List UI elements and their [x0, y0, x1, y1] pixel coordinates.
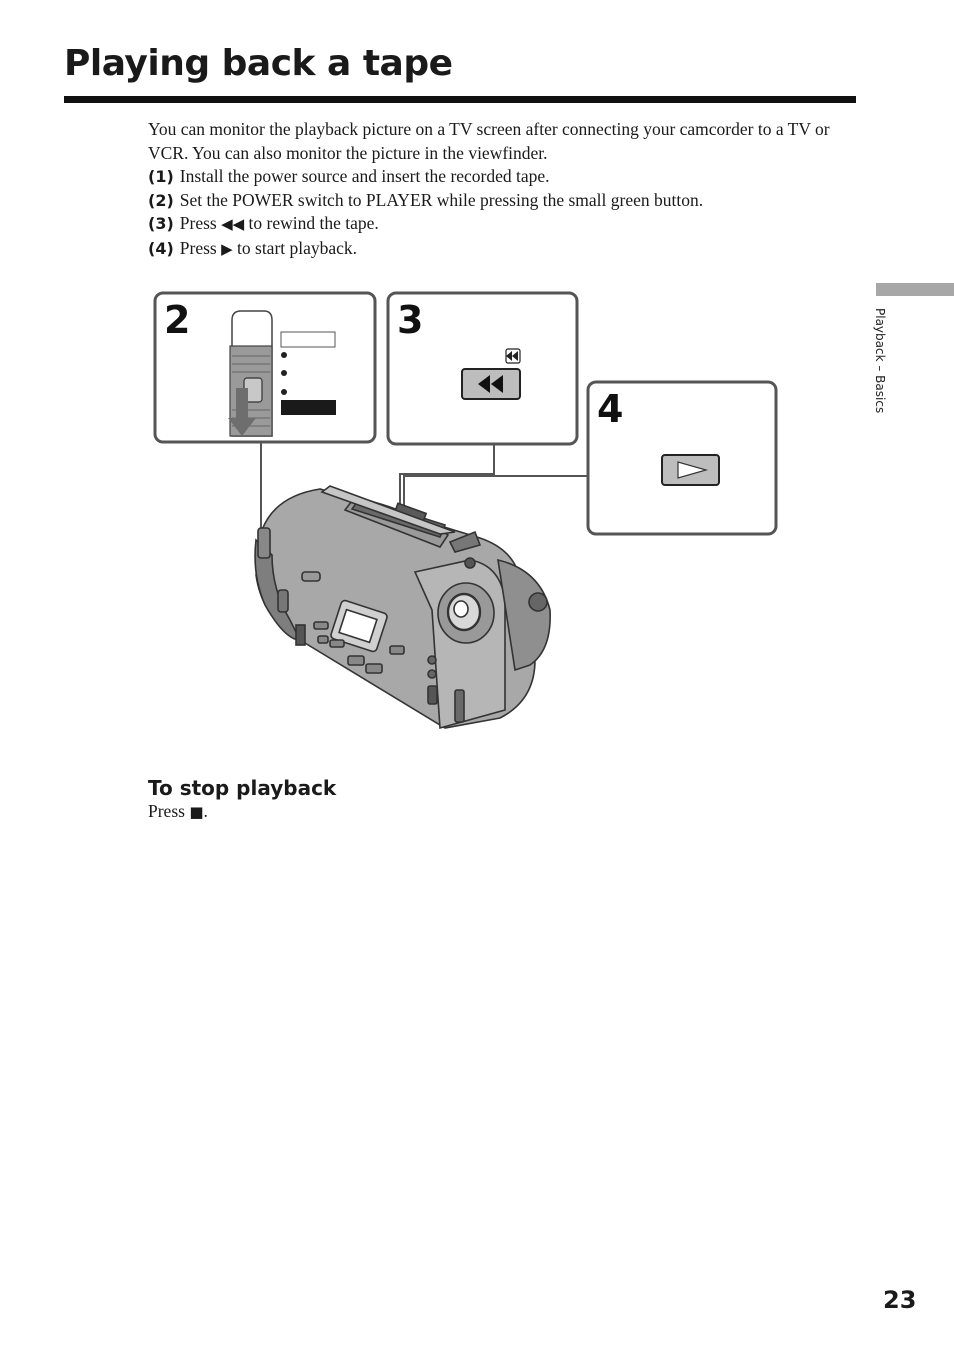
rewind-icon — [461, 348, 521, 400]
page-title: Playing back a tape — [64, 43, 453, 84]
step-1: (1) Install the power source and insert t… — [148, 165, 848, 189]
step-text: Press — [179, 237, 222, 258]
step-text: Install the power source and insert the … — [179, 166, 550, 186]
step-number: (2) — [148, 190, 174, 210]
step-text-end: to start playback. — [232, 237, 358, 258]
step-number: (3) — [148, 214, 174, 233]
section-label: Playback – Basics — [873, 308, 887, 414]
stop-text-end: . — [203, 801, 208, 821]
step-text-end: to rewind the tape. — [244, 213, 379, 233]
camcorder-illustration — [254, 485, 551, 730]
step-number: (1) — [148, 167, 174, 186]
step-4: (4)Press ▶ to start playback. — [148, 237, 848, 262]
panel-3-number: 3 — [397, 298, 423, 342]
panel-2: 2 — [153, 291, 377, 444]
stop-playback-text: Press ■. — [148, 801, 208, 822]
rewind-icon: ◀◀ — [221, 215, 245, 233]
step-3: (3) Press ◀◀ to rewind the tape. — [148, 212, 848, 237]
stop-playback-heading: To stop playback — [148, 776, 337, 800]
title-rule — [64, 96, 856, 103]
intro-paragraph: You can monitor the playback picture on … — [148, 119, 830, 163]
play-icon — [661, 454, 720, 486]
play-icon: ▶ — [221, 239, 233, 258]
step-text: Press — [179, 213, 222, 233]
step-text: Set the POWER switch to PLAYER while pre… — [179, 189, 704, 210]
intro-block: You can monitor the playback picture on … — [148, 118, 848, 261]
panel-3: 3 — [386, 291, 579, 446]
panel-4-number: 4 — [597, 387, 623, 431]
stop-icon: ■ — [189, 803, 204, 821]
section-tab — [876, 283, 954, 296]
power-switch-icon — [228, 310, 336, 437]
panel-2-number: 2 — [164, 298, 190, 342]
panel-4: 4 — [586, 380, 778, 536]
stop-text: Press — [148, 801, 190, 821]
step-2: (2)Set the POWER switch to PLAYER while … — [148, 189, 848, 213]
step-number: (4) — [148, 238, 174, 258]
playback-figure: 2 3 — [153, 291, 778, 730]
page-number: 23 — [883, 1286, 917, 1314]
